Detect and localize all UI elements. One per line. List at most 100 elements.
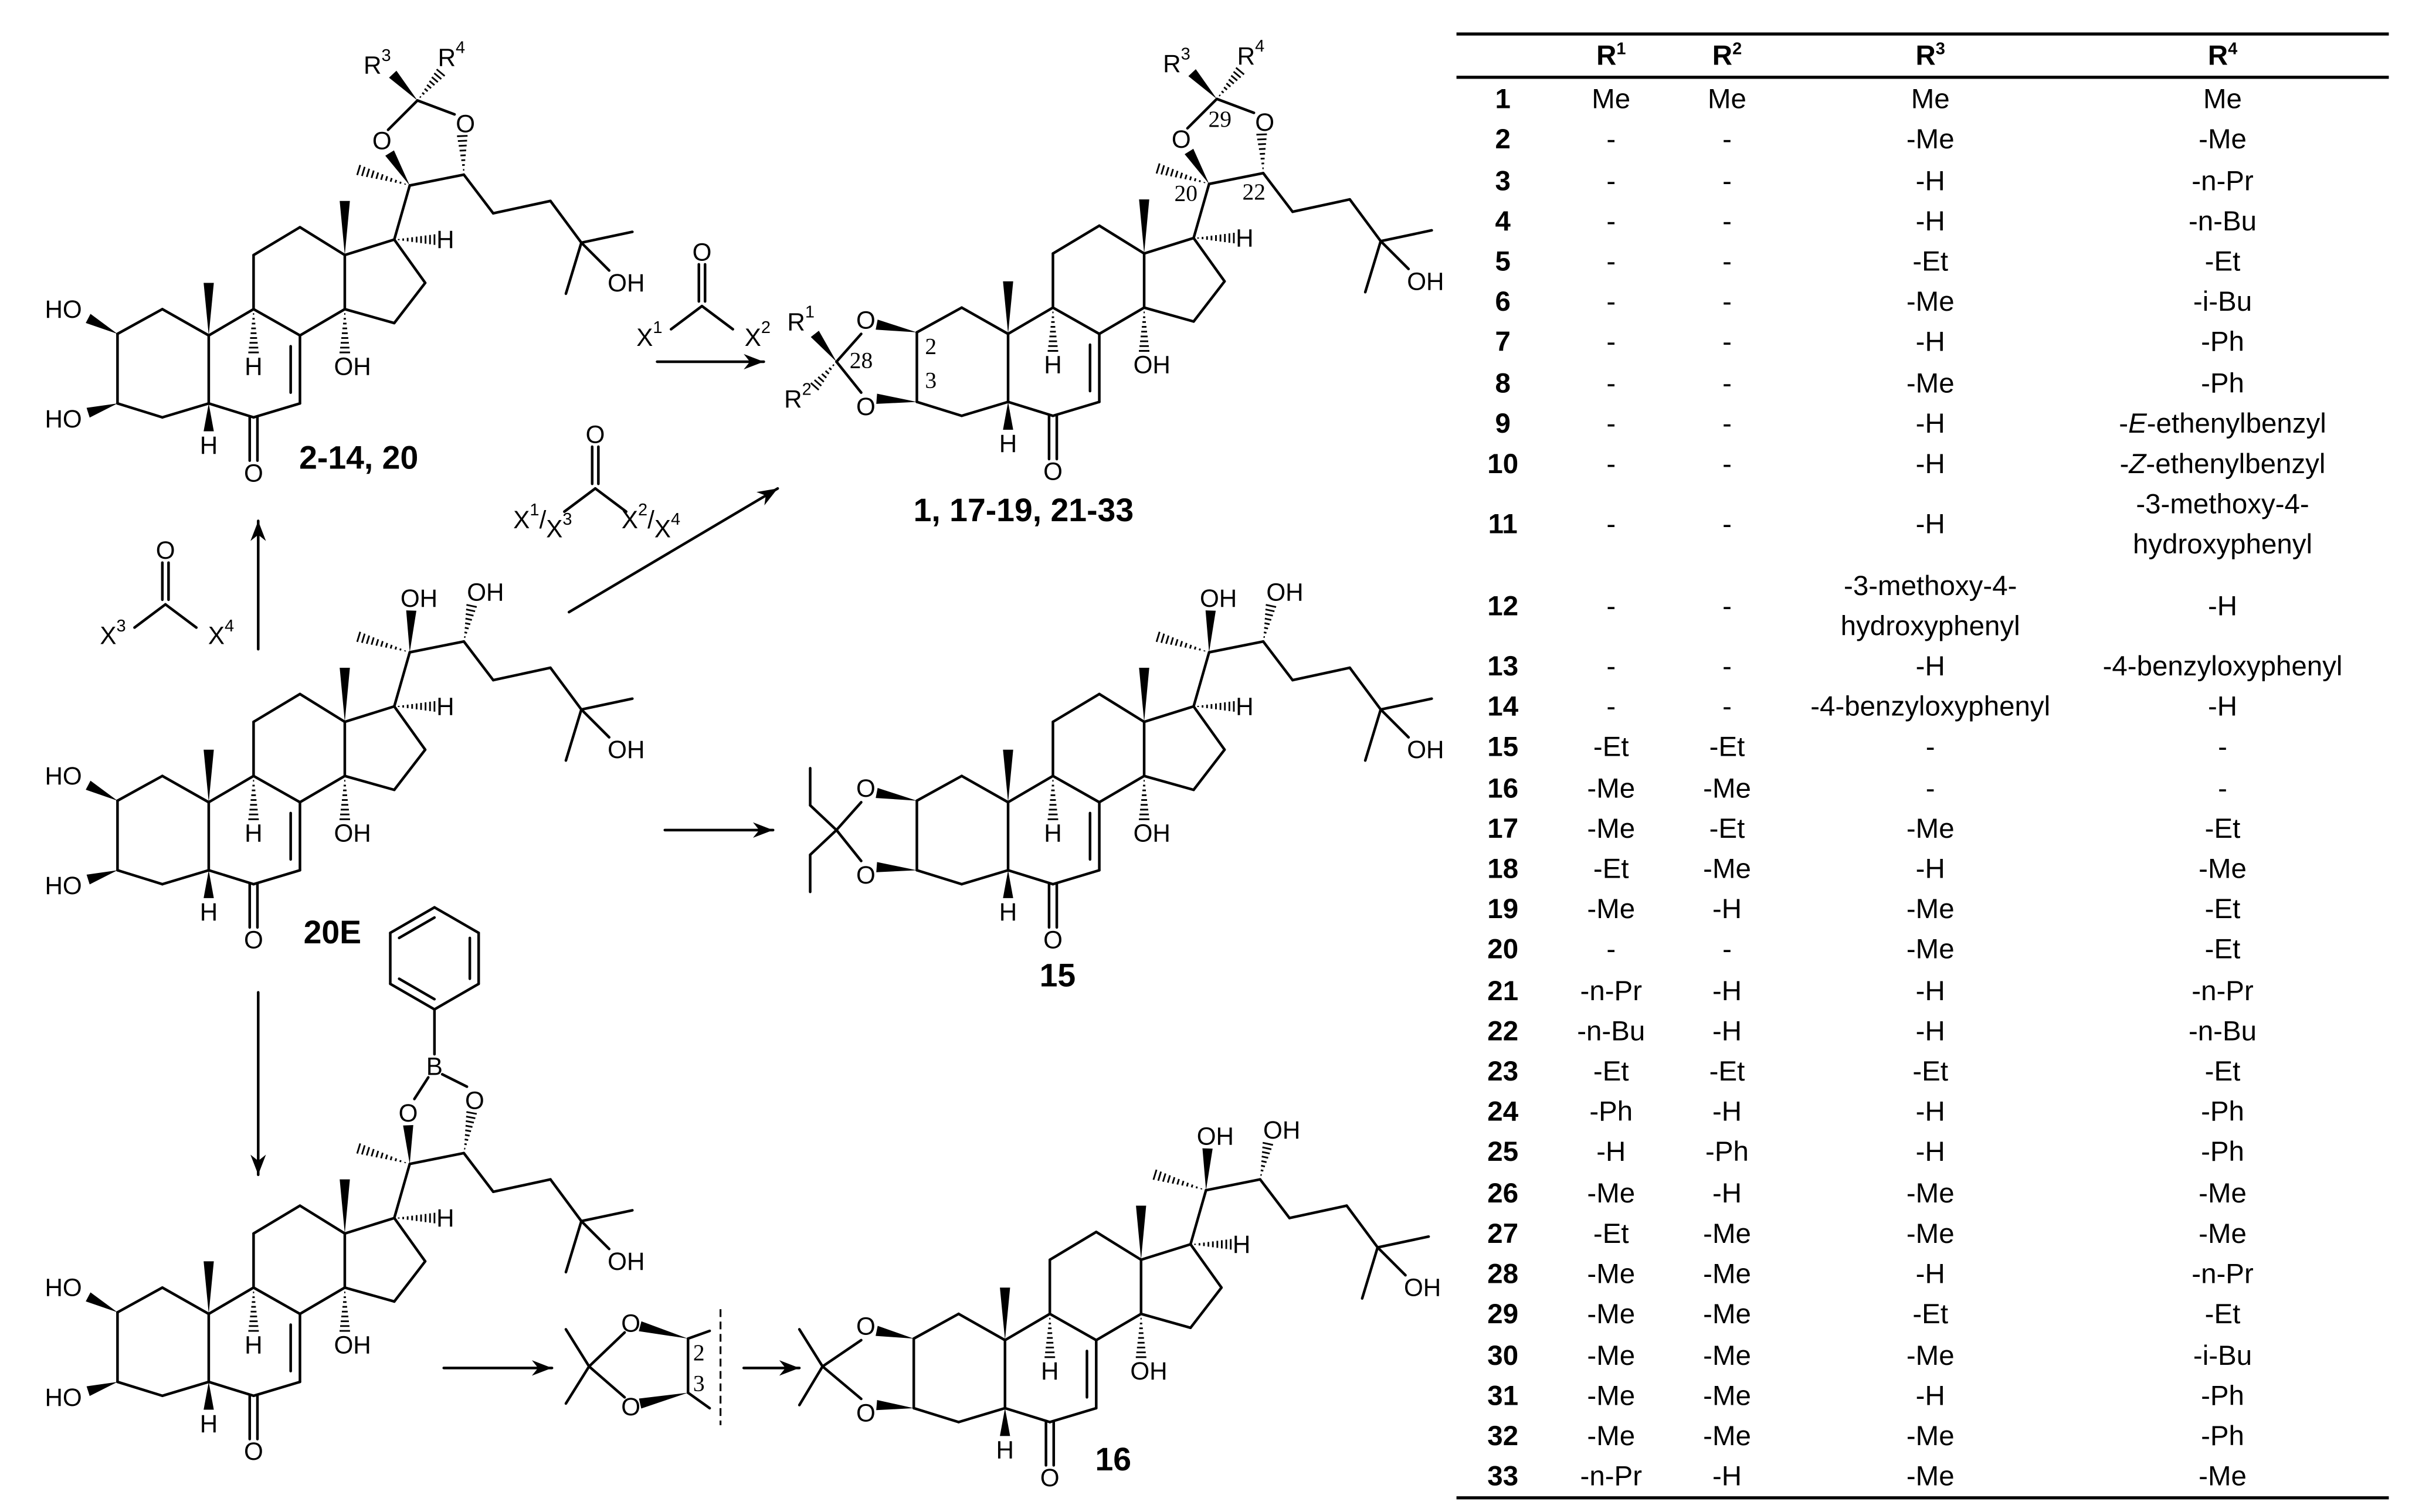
arrow-head	[752, 822, 774, 838]
bond	[564, 241, 583, 295]
cell-r3: -H	[1915, 509, 1945, 541]
cell-r2: -Me	[1703, 1299, 1751, 1330]
label-letter: X	[622, 505, 638, 533]
wedge-bond	[1139, 199, 1149, 254]
arrow-shaft	[568, 487, 779, 614]
label-letter: R	[787, 308, 805, 335]
compound-number: 22	[1487, 1015, 1519, 1046]
hash-stroke	[1155, 631, 1161, 643]
cell-r2: -	[1722, 407, 1732, 439]
compound-number: 31	[1487, 1380, 1519, 1411]
bond	[1051, 869, 1101, 886]
wedge-bond	[340, 1179, 350, 1234]
hash-stroke	[465, 1124, 473, 1128]
oh25-label: OH	[1407, 736, 1444, 763]
arrow-head	[250, 1154, 266, 1175]
bond	[252, 1204, 301, 1235]
compound-number: 24	[1487, 1096, 1519, 1127]
cell-r4: -Ph	[2201, 367, 2244, 399]
hashed-bond	[339, 1291, 350, 1332]
cell-r2: -H	[1712, 1015, 1742, 1046]
compound-number: 32	[1487, 1420, 1519, 1452]
hash-stroke	[1223, 86, 1228, 91]
cell-r1: -	[1606, 934, 1616, 966]
wedge-bond	[203, 749, 214, 803]
locant-3: 3	[925, 368, 937, 393]
bond	[687, 1329, 711, 1340]
hash-stroke	[389, 1156, 393, 1161]
hash-stroke	[1189, 176, 1192, 181]
cell-r1: -	[1606, 246, 1616, 277]
reagent-right-group: X4	[208, 617, 234, 649]
r2-label: R2	[784, 380, 812, 412]
hash-stroke	[1199, 179, 1201, 182]
hash-stroke	[813, 379, 822, 387]
bond	[161, 869, 211, 886]
bond	[413, 1076, 430, 1100]
table-row: 11---H-3-methoxy-4-hydroxyphenyl	[1457, 484, 2389, 565]
cell-r1: -Et	[1593, 1055, 1629, 1087]
hash-stroke	[356, 631, 361, 643]
reagent-left-group: X3	[100, 617, 125, 649]
oh14-label: OH	[334, 820, 371, 847]
cell-r1: -Et	[1593, 853, 1629, 885]
hash-stroke	[375, 1150, 379, 1158]
cell-r4: -Me	[2199, 1218, 2247, 1249]
hashed-bond	[1260, 1141, 1274, 1176]
cell-r2: -	[1722, 124, 1732, 155]
header-r1-index: 1	[1616, 40, 1626, 59]
table-row: 19-Me-H-Me-Et	[1457, 889, 2389, 930]
bond	[957, 1406, 1006, 1423]
bond	[912, 1312, 960, 1340]
wedge-bond	[1000, 1408, 1010, 1436]
cell-r1: -n-Bu	[1577, 1015, 1646, 1046]
hashed-bond	[1263, 604, 1277, 638]
table-row: 10---H-Z-ethenylbenzyl	[1457, 444, 2389, 484]
carbonyl-oxygen: O	[156, 536, 175, 564]
cell-r1: -Me	[1587, 813, 1636, 844]
label-index: 4	[225, 617, 234, 636]
hash-stroke	[1262, 1141, 1274, 1146]
hash-stroke	[399, 181, 402, 184]
cell-r1: -	[1606, 367, 1616, 399]
bond	[1363, 708, 1382, 762]
compound-number: 30	[1487, 1339, 1519, 1371]
cell-r4: -Z-ethenylbenzyl	[2119, 448, 2326, 480]
oh2-label: HO	[45, 762, 82, 790]
compound-number: 11	[1488, 509, 1518, 541]
cell-r1: -n-Pr	[1580, 1460, 1643, 1492]
cell-r3: -Me	[1906, 893, 1955, 925]
table-row: 21-n-Pr-H-H-n-Pr	[1457, 970, 2389, 1011]
compound-number: 29	[1487, 1299, 1519, 1330]
hashed-bond	[339, 780, 350, 820]
hash-stroke	[1265, 609, 1275, 613]
table-row: 7---H-Ph	[1457, 322, 2389, 363]
stereo-descriptor: E	[2128, 407, 2147, 439]
cell-r1: -Me	[1587, 1380, 1636, 1411]
bond	[207, 869, 255, 886]
cell-r2: -Me	[1703, 1218, 1751, 1249]
cell-r3: -H	[1915, 448, 1945, 480]
hashed-bond	[1135, 1317, 1146, 1358]
bond	[1051, 774, 1101, 804]
cell-r4: -	[2218, 772, 2227, 804]
oh20-label: OH	[1200, 585, 1237, 612]
cell-r2: -	[1722, 448, 1732, 480]
oh2-label: HO	[45, 1274, 82, 1302]
cell-r1: -	[1606, 286, 1616, 318]
wedge-bond	[203, 870, 214, 898]
bond	[298, 226, 347, 257]
hash-stroke	[365, 168, 371, 178]
hash-stroke	[1230, 74, 1238, 81]
hash-stroke	[436, 69, 446, 77]
hashed-bond	[1139, 311, 1150, 352]
hash-stroke	[832, 364, 835, 366]
r4-label: R4	[1237, 37, 1265, 69]
locant-29: 29	[1208, 106, 1232, 132]
cell-r3: -Me	[1906, 1460, 1955, 1492]
cell-r1: -	[1606, 407, 1616, 439]
label-index: 3	[116, 617, 125, 636]
wedge-bond	[876, 393, 917, 404]
arrow-to-boronate	[250, 991, 266, 1177]
